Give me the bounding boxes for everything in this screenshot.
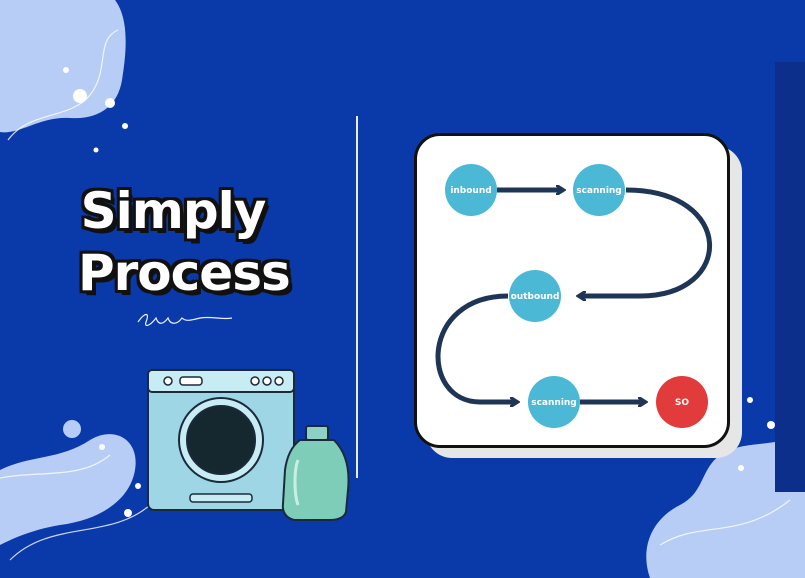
flow-node-scanning-2: scanning [528, 376, 580, 428]
right-edge-panel [775, 62, 805, 492]
bottom-left-blob [0, 434, 136, 545]
flow-node-outbound: outbound [509, 270, 561, 322]
flow-node-inbound: inbound [445, 164, 497, 216]
edge-scanning-to-outbound [580, 187, 712, 296]
node-label-scanning: scanning [576, 186, 622, 196]
node-label-scanning-2: scanning [531, 398, 577, 408]
flow-node-scanning: scanning [573, 164, 625, 216]
flow-node-so: SO [656, 376, 708, 428]
edge-outbound-to-scanning [435, 293, 516, 402]
title-line-1: Simply [80, 182, 267, 240]
bottom-right-blob [646, 430, 805, 578]
node-label-inbound: inbound [450, 186, 491, 196]
top-left-blob [0, 0, 126, 133]
top-left-blob-outline [7, 29, 119, 141]
vertical-divider [356, 116, 358, 478]
title-line-2: Process [78, 244, 291, 302]
node-label-outbound: outbound [511, 292, 560, 302]
node-label-so: SO [675, 398, 689, 408]
